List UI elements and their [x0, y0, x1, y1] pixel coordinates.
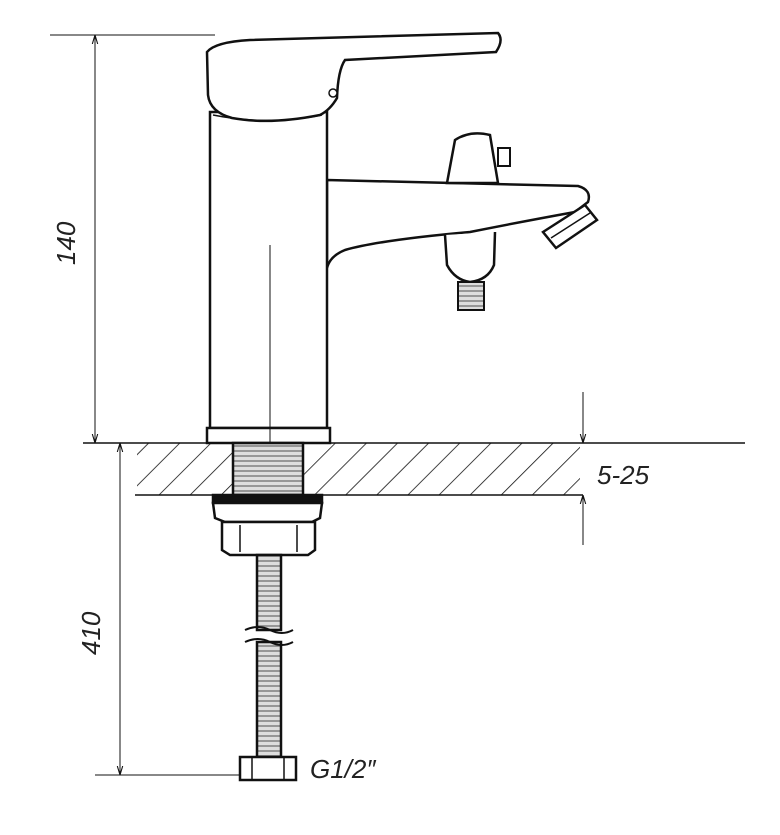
- thickness-label: 5-25: [597, 460, 650, 490]
- flexible-hose: [238, 553, 298, 782]
- countertop-section: [83, 442, 745, 496]
- hose-length-dimension: 410: [76, 443, 240, 776]
- hose-length-label: 410: [76, 611, 106, 655]
- diverter-outlet: [443, 231, 497, 284]
- thread-label: G1/2″: [310, 754, 376, 784]
- counter-thickness-dimension: 5-25: [583, 392, 650, 545]
- diverter-knob: [445, 132, 500, 185]
- hose-end-nut: [238, 755, 298, 782]
- mounting-hardware: [211, 441, 324, 557]
- height-dimension: 140: [50, 34, 215, 443]
- faucet-body: [205, 31, 599, 445]
- lever-handle: [205, 31, 502, 123]
- height-label: 140: [51, 221, 81, 265]
